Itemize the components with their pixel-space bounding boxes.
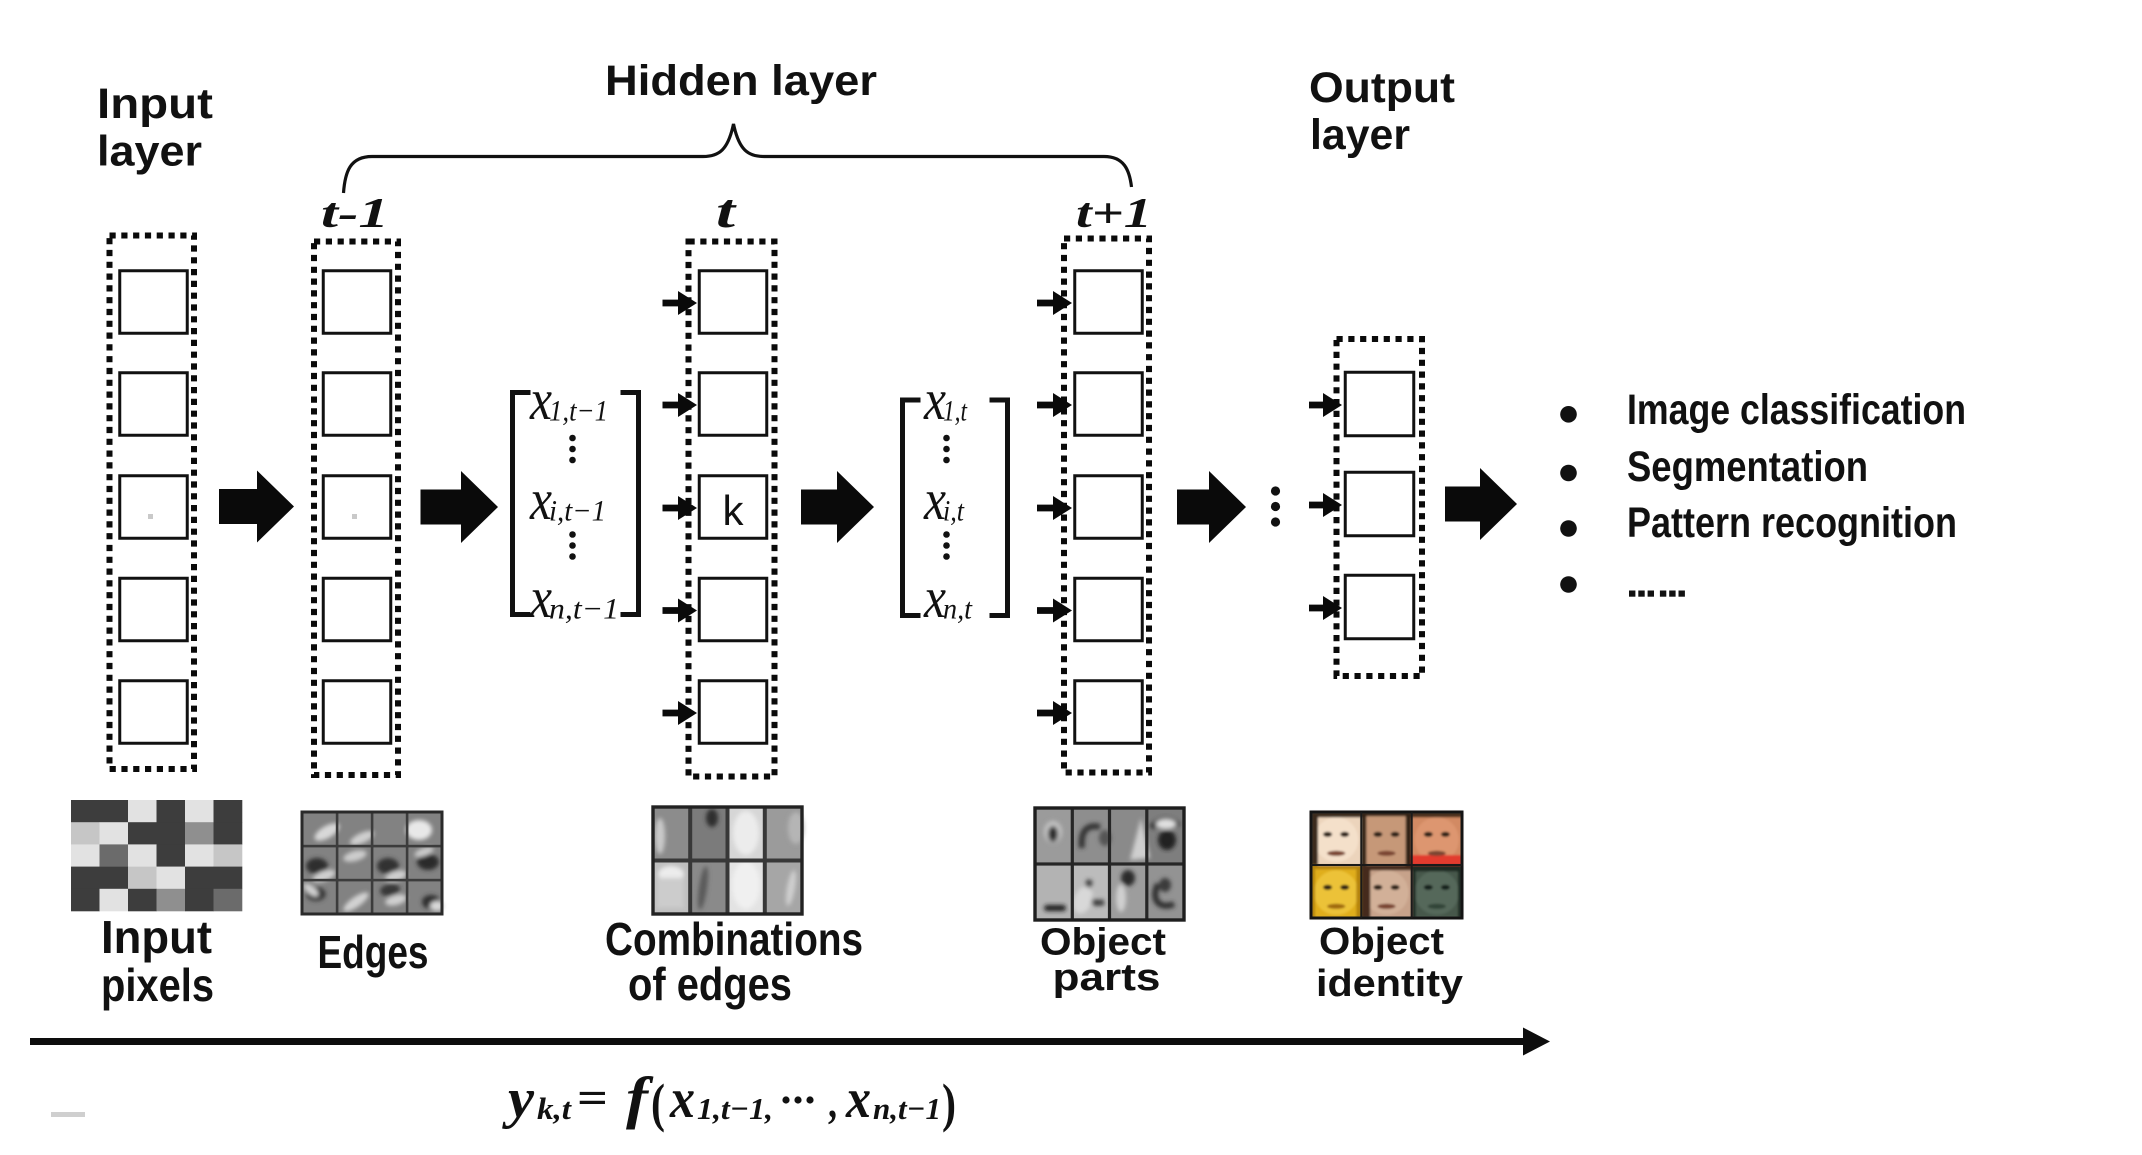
svg-text:Input: Input bbox=[97, 80, 213, 128]
svg-text:Object: Object bbox=[1319, 921, 1444, 963]
svg-text:t-1: t-1 bbox=[321, 191, 389, 237]
svg-text:x: x bbox=[529, 467, 552, 532]
svg-text:x: x bbox=[923, 367, 946, 432]
svg-text:1,t: 1,t bbox=[943, 395, 968, 428]
svg-text:Segmentation: Segmentation bbox=[1627, 443, 1868, 491]
svg-text:x: x bbox=[669, 1068, 695, 1130]
svg-text:=: = bbox=[577, 1072, 608, 1123]
svg-text:t: t bbox=[716, 185, 737, 238]
svg-text:n,t: n,t bbox=[943, 593, 973, 626]
svg-text:n,t−1: n,t−1 bbox=[873, 1091, 941, 1126]
svg-text:of edges: of edges bbox=[628, 958, 792, 1010]
svg-text:,: , bbox=[828, 1076, 837, 1127]
svg-text:i,t: i,t bbox=[943, 495, 965, 528]
svg-text:parts: parts bbox=[1053, 957, 1161, 999]
svg-text:identity: identity bbox=[1316, 963, 1463, 1005]
svg-text:pixels: pixels bbox=[101, 959, 214, 1011]
svg-text:n,t−1: n,t−1 bbox=[549, 593, 619, 626]
svg-text:Output: Output bbox=[1309, 64, 1455, 112]
svg-text:x: x bbox=[529, 565, 552, 630]
svg-text:x: x bbox=[923, 467, 946, 532]
svg-text:t+1: t+1 bbox=[1076, 191, 1152, 237]
svg-text:Edges: Edges bbox=[318, 926, 429, 978]
svg-text:Object: Object bbox=[1040, 922, 1166, 964]
svg-text:k,t: k,t bbox=[537, 1091, 572, 1126]
svg-text:x: x bbox=[845, 1068, 871, 1130]
svg-text:k: k bbox=[723, 487, 745, 534]
svg-text:x: x bbox=[923, 565, 946, 630]
svg-text:i,t−1: i,t−1 bbox=[549, 495, 606, 528]
svg-text:Pattern recognition: Pattern recognition bbox=[1627, 499, 1957, 547]
svg-text:Hidden layer: Hidden layer bbox=[605, 57, 877, 105]
svg-text:x: x bbox=[529, 367, 552, 432]
svg-text:1,t−1: 1,t−1 bbox=[549, 395, 608, 428]
svg-text:(: ( bbox=[651, 1073, 665, 1133]
svg-text:1,t−1,: 1,t−1, bbox=[697, 1091, 773, 1126]
svg-text:): ) bbox=[942, 1073, 956, 1133]
svg-text:layer: layer bbox=[97, 128, 202, 176]
svg-text:Image classification: Image classification bbox=[1627, 386, 1966, 434]
svg-text:Input: Input bbox=[101, 911, 212, 963]
svg-text:layer: layer bbox=[1310, 111, 1410, 159]
svg-text:y: y bbox=[502, 1068, 535, 1130]
svg-text:Combinations: Combinations bbox=[605, 913, 863, 965]
